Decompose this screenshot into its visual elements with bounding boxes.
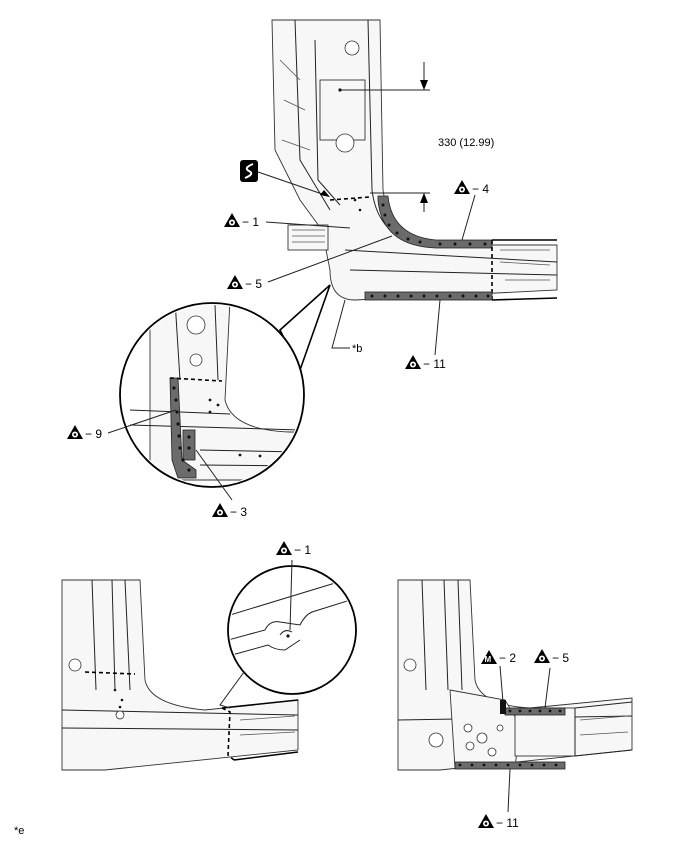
- spot-weld-icon: [212, 503, 228, 517]
- weld-dots-upper: [381, 203, 487, 246]
- bottom-left-view: − 1: [61, 541, 357, 771]
- svg-text:− 5: − 5: [245, 277, 262, 291]
- callout-1: − 1: [224, 213, 351, 229]
- svg-text:*b: *b: [352, 343, 362, 355]
- spot-weld-icon: [67, 425, 83, 439]
- svg-text:− 5: − 5: [552, 651, 569, 665]
- callout-9: − 9: [67, 409, 177, 441]
- cut-line-icon: [240, 160, 330, 197]
- callout-5: − 5: [227, 235, 393, 291]
- svg-text:− 11: − 11: [496, 816, 519, 830]
- lower-left-callout-1: − 1: [276, 541, 311, 631]
- weld-dots-lower: [370, 294, 490, 298]
- svg-text:− 4: − 4: [472, 182, 489, 196]
- spot-weld-icon: [534, 649, 550, 663]
- spot-weld-icon: [227, 275, 243, 289]
- spot-weld-icon: [454, 180, 470, 194]
- dimension-330: 330 (12.99): [340, 62, 494, 212]
- callout-11: − 11: [405, 299, 446, 371]
- svg-text:− 1: − 1: [294, 543, 311, 557]
- spot-weld-icon: [478, 814, 494, 828]
- callout-4: − 4: [454, 180, 489, 241]
- svg-text:− 11: − 11: [423, 357, 446, 371]
- lower-right-callout-11: − 11: [478, 768, 519, 830]
- svg-text:− 1: − 1: [242, 215, 259, 229]
- spot-weld-icon: [405, 355, 421, 369]
- lower-right-callout-5: − 5: [534, 649, 569, 709]
- callout-3: − 3: [195, 449, 247, 519]
- svg-text:M: M: [485, 655, 492, 664]
- svg-text:− 3: − 3: [230, 505, 247, 519]
- detail-magnified-circle: − 9 − 3: [67, 284, 331, 519]
- bottom-right-view: M − 2 − 5 − 11: [397, 579, 633, 830]
- spot-weld-icon: [224, 213, 240, 227]
- mig-weld-icon: M: [481, 650, 497, 664]
- lower-right-callout-2: M − 2: [481, 650, 516, 703]
- top-main-view: 330 (12.99) − 1 − 4 − 5: [224, 19, 558, 371]
- detail-b-marker: *b: [331, 299, 362, 355]
- spot-weld-icon: [276, 541, 292, 555]
- svg-text:− 2: − 2: [499, 651, 516, 665]
- svg-text:− 9: − 9: [85, 427, 102, 441]
- dimension-text: 330 (12.99): [438, 137, 494, 149]
- view-label-e: *e: [14, 825, 24, 837]
